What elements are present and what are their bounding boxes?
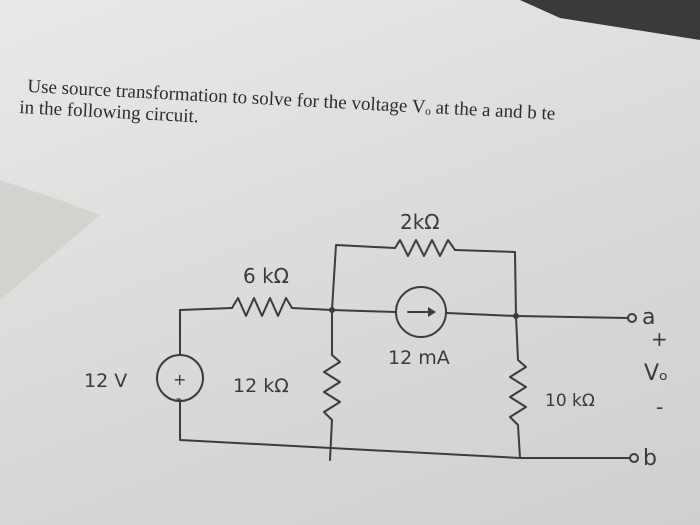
wire-6k-node (291, 307, 333, 311)
page-fold (0, 180, 100, 300)
wire-bottom (179, 399, 521, 459)
wire-2k-right (454, 249, 517, 317)
label-12k: 12 kΩ (233, 375, 289, 397)
corner-shadow (520, 0, 700, 40)
wire-up-2k (331, 244, 396, 311)
cs-arrow-head (428, 307, 436, 317)
terminal-b: b (643, 446, 657, 471)
label-12ma: 12 mA (388, 347, 450, 369)
wire-to-6k (179, 307, 233, 311)
terminal-b-dot (629, 453, 639, 463)
wire-to-a (515, 315, 629, 319)
wire-cs-right (446, 312, 517, 317)
vo-label: Vₒ (644, 361, 668, 386)
terminal-a: a (642, 305, 655, 330)
junction-dot-1 (329, 307, 335, 313)
vs-minus: - (176, 391, 181, 407)
label-2k: 2kΩ (400, 210, 440, 234)
label-6k: 6 kΩ (243, 264, 289, 288)
vo-plus: + (651, 327, 668, 351)
voltage-source (156, 354, 204, 402)
terminal-a-dot (627, 313, 637, 323)
resistor-12k (323, 309, 341, 461)
wire-to-cs (331, 309, 396, 313)
current-source (395, 286, 447, 338)
resistor-2k (394, 239, 456, 257)
junction-dot-2 (513, 313, 519, 319)
vo-minus: - (656, 395, 663, 419)
label-12v: 12 V (84, 370, 127, 392)
resistor-10k (509, 315, 527, 459)
label-10k: 10 kΩ (545, 391, 595, 411)
vs-plus: + (173, 370, 186, 389)
resistor-6k (231, 297, 293, 317)
